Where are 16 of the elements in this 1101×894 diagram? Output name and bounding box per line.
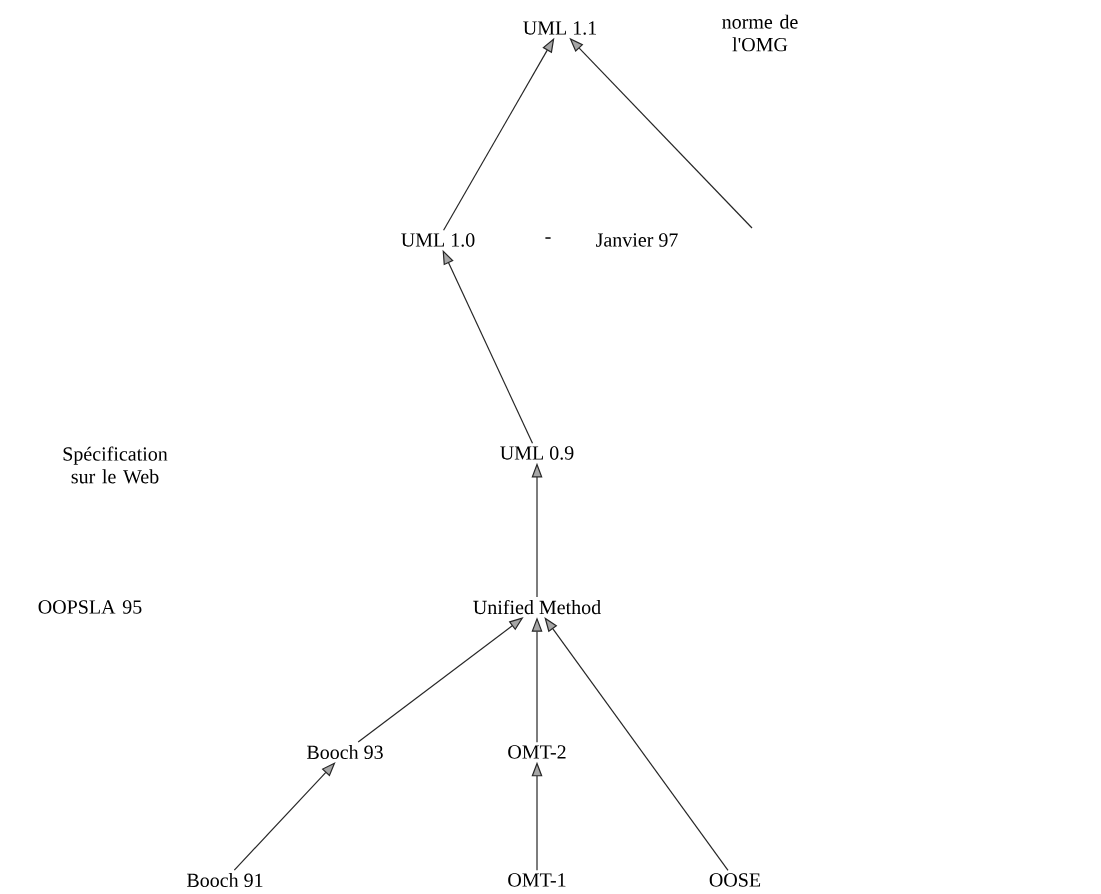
method-name: Unified Method — [473, 599, 601, 615]
note: Spécification sur le Web — [63, 446, 168, 484]
method-name: UML 0.9 — [500, 446, 574, 460]
method-name: UML 1.0 — [401, 233, 475, 247]
method-name: OMT-1 — [508, 873, 566, 887]
method-name: OMT-2 — [508, 745, 566, 759]
method-name: Booch 93 — [307, 745, 383, 760]
arrow — [544, 617, 729, 871]
annotation: - — [545, 237, 551, 239]
note: OOPSLA 95 — [38, 600, 142, 614]
arrow — [233, 762, 336, 871]
note: norme de l'OMG — [722, 14, 798, 52]
method-name: Booch 91 — [187, 873, 263, 888]
annotation: Janvier 97 — [596, 233, 678, 247]
method-name: OOSE — [709, 873, 761, 887]
method-name: UML 1.1 — [523, 21, 597, 35]
